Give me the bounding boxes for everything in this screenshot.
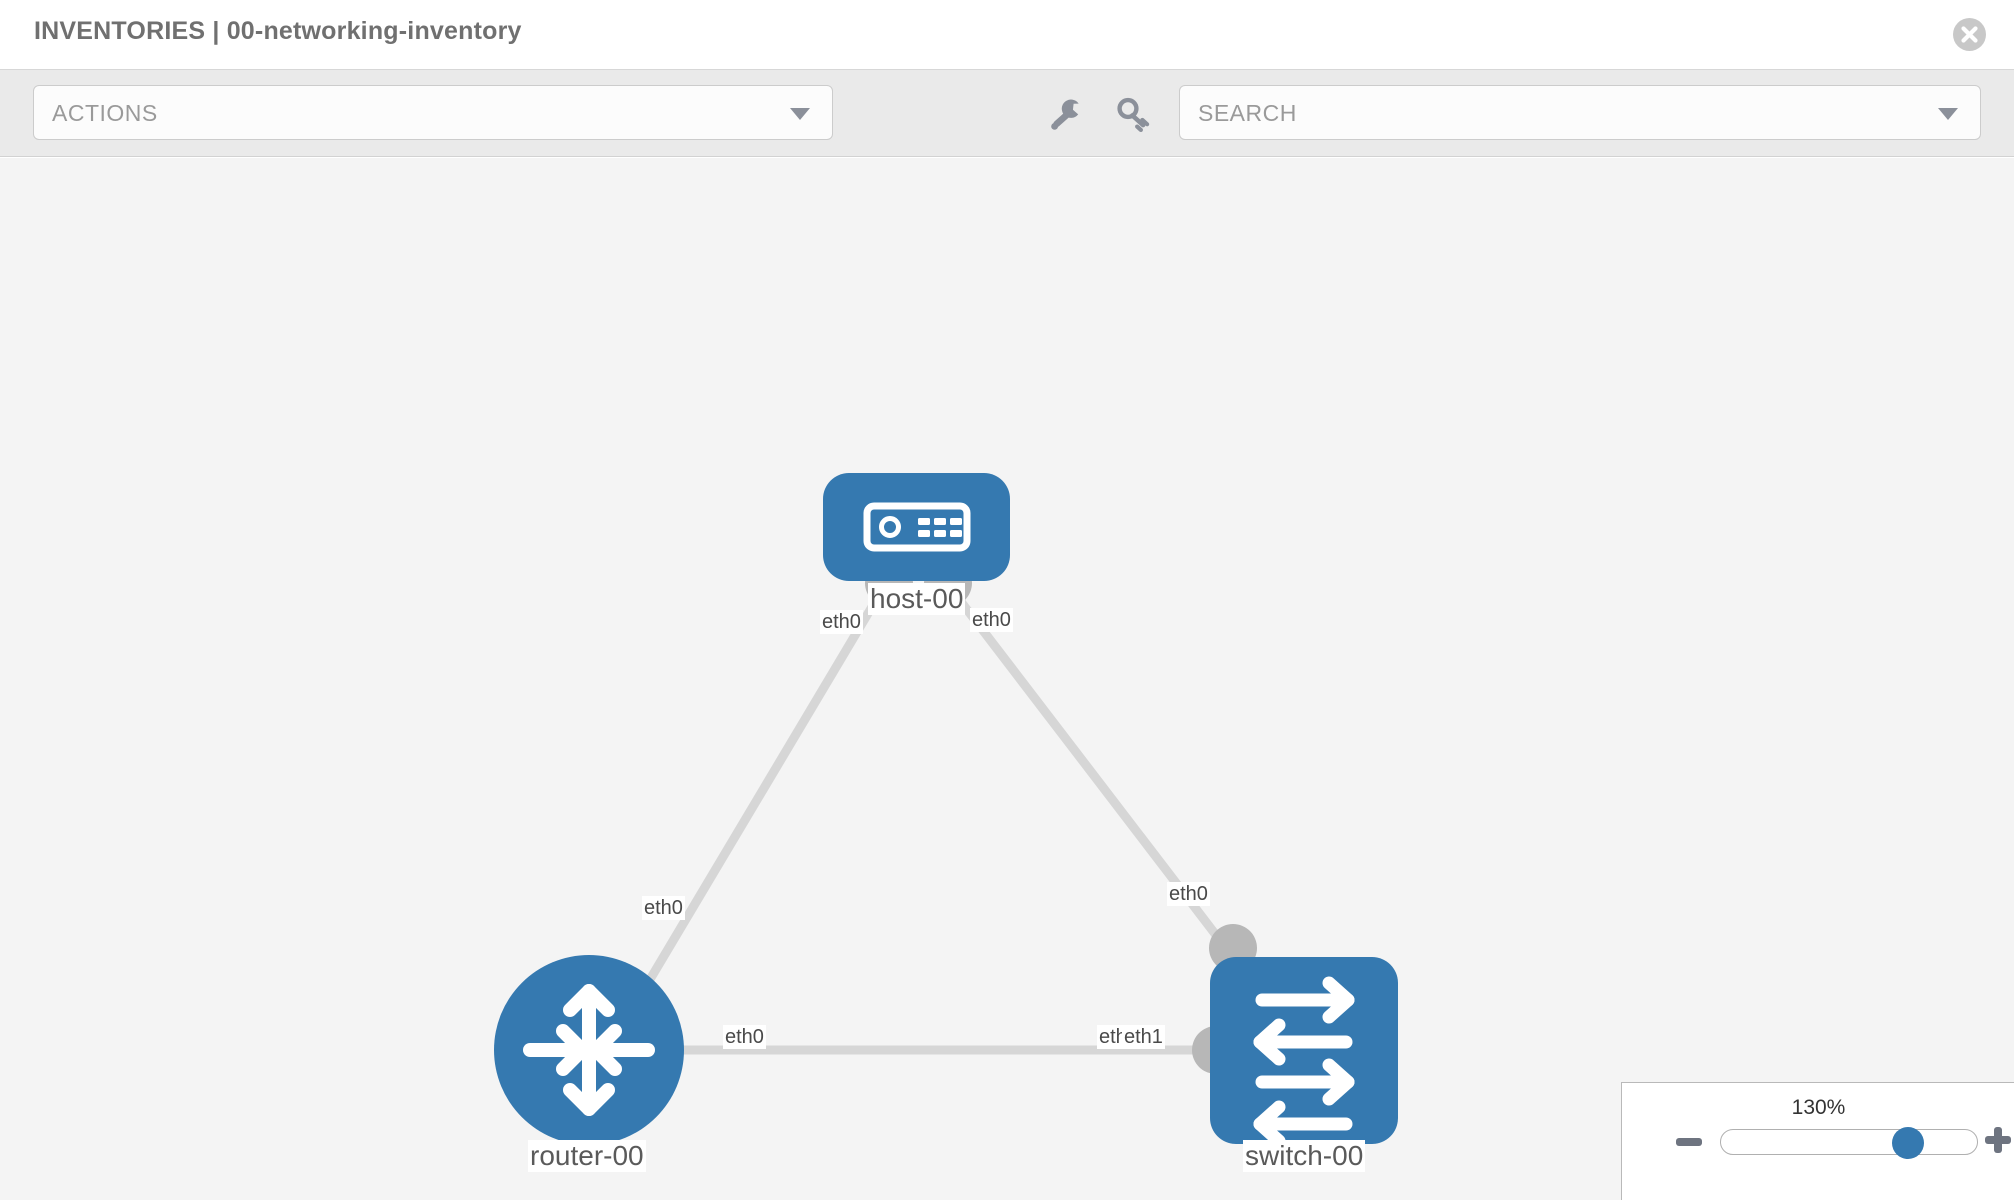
minus-icon[interactable] xyxy=(1676,1138,1702,1146)
search-field[interactable] xyxy=(1179,85,1981,140)
wrench-icon[interactable] xyxy=(1046,94,1086,134)
chevron-down-icon xyxy=(790,108,810,120)
actions-dropdown[interactable]: ACTIONS xyxy=(33,85,833,140)
search-input[interactable] xyxy=(1198,98,1898,128)
zoom-control-panel: 130% xyxy=(1621,1082,2014,1200)
zoom-level-label: 130% xyxy=(1791,1096,1846,1119)
close-icon[interactable] xyxy=(1953,18,1986,51)
actions-dropdown-label: ACTIONS xyxy=(52,100,158,126)
node-label-router-00[interactable]: router-00 xyxy=(528,1140,646,1173)
zoom-slider-thumb[interactable] xyxy=(1892,1127,1924,1159)
node-host-00 xyxy=(823,473,1010,581)
chevron-down-icon[interactable] xyxy=(1938,108,1958,120)
topology-edges xyxy=(626,587,1252,1055)
topology-canvas[interactable]: eth0 eth0 eth0 eth0 eth0 eth eth1 host-0… xyxy=(0,158,2014,1200)
edge-host00-router00 xyxy=(626,587,886,1016)
edge-label: eth0 xyxy=(723,1025,766,1049)
edge-label: eth0 xyxy=(642,896,685,920)
topology-graph xyxy=(494,473,1398,1148)
topology-connectors xyxy=(606,559,1257,1074)
zoom-slider[interactable] xyxy=(1720,1129,1978,1155)
header-bar: INVENTORIES | 00-networking-inventory xyxy=(0,0,2014,70)
edge-label: eth0 xyxy=(1167,882,1210,906)
plus-icon[interactable] xyxy=(1985,1127,2011,1153)
edge-label: eth1 xyxy=(1122,1025,1165,1049)
node-label-host-00[interactable]: host-00 xyxy=(868,583,966,616)
page-title: INVENTORIES | 00-networking-inventory xyxy=(34,17,522,45)
edge-label: eth0 xyxy=(970,608,1013,632)
node-router-00 xyxy=(494,955,684,1145)
node-label-switch-00[interactable]: switch-00 xyxy=(1243,1140,1366,1173)
node-switch-00 xyxy=(1210,957,1398,1148)
key-icon[interactable] xyxy=(1114,94,1154,134)
edge-label: eth0 xyxy=(820,610,863,634)
